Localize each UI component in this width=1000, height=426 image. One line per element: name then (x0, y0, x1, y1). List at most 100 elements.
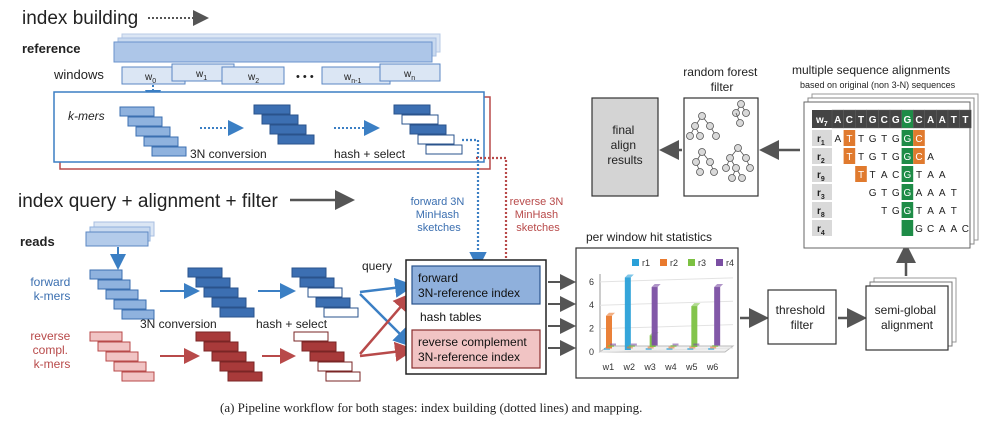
msa-base: G (892, 152, 900, 163)
msa-row-label-cell (812, 130, 832, 146)
msa-header-label-cell (812, 110, 832, 128)
msa-base: T (858, 170, 864, 181)
bar-top-r4-w3 (651, 284, 661, 288)
forward-index-label: forward 3N-reference index (418, 271, 520, 300)
msa-base: A (834, 134, 841, 145)
hash-tables-label: hash tables (420, 310, 481, 324)
reads-stack (85, 221, 155, 247)
msa-base: T (858, 152, 864, 163)
msa-highlight-cell (855, 166, 867, 182)
windows-label: windows (53, 67, 104, 82)
msa-header-base: T (858, 115, 864, 126)
legend-label-r1: r1 (642, 258, 650, 268)
bar-r3-w6 (712, 345, 719, 347)
y-tick-label: 2 (589, 324, 594, 334)
reads-label: reads (20, 234, 55, 249)
x-tick-label: w6 (706, 362, 719, 372)
forward-kmers-label: forward k-mers (30, 275, 73, 303)
reverse-kmers-label: reverse compl. k-mers (30, 329, 73, 371)
msa-header-label: w7 (815, 115, 828, 128)
msa-base: A (939, 224, 946, 235)
msa-highlight-cell (913, 130, 925, 146)
msa-base: A (939, 206, 946, 217)
msa-base: T (881, 134, 887, 145)
x-tick-label: w1 (602, 362, 615, 372)
bar-r3-w5 (691, 306, 698, 347)
bar-r4-w5 (693, 343, 700, 346)
msa-base: A (881, 170, 888, 181)
bar-top-r1-w2 (624, 274, 634, 278)
x-tick-label: w4 (664, 362, 677, 372)
forward-sketch-line (462, 138, 487, 270)
reverse-sketch-text: reverse 3N MinHash sketches (510, 196, 567, 234)
window-w2 (221, 66, 285, 85)
kmers-label: k-mers (68, 109, 105, 123)
x-tick-label: w3 (643, 362, 656, 372)
msa-header-base: G (904, 115, 912, 126)
msa-base: C (962, 224, 969, 235)
msa-highlight-cell (901, 220, 914, 236)
index-query-title: index query + alignment + filter (18, 191, 278, 212)
chart-gridline (599, 300, 734, 306)
msa-row-label-cell (812, 184, 832, 200)
msa-base: A (927, 170, 934, 181)
kmer-stack-a (119, 106, 187, 157)
msa-base: A (939, 188, 946, 199)
x-tick-label: w5 (685, 362, 698, 372)
bar-r1-w6 (708, 348, 715, 350)
bar-r4-w1 (610, 343, 616, 346)
msa-base: G (869, 188, 877, 199)
msa-base: G (904, 152, 912, 163)
reverse-index (411, 329, 541, 369)
forward-read-kmers (89, 269, 155, 320)
forward-converted-kmers (187, 267, 255, 318)
msa-header-base: C (881, 115, 888, 126)
threshold-filter-label: threshold filter (776, 303, 829, 332)
bar-r2-w3 (647, 346, 654, 349)
reverse-converted-kmers (195, 331, 263, 382)
window-label-w2: w2 (247, 72, 259, 85)
y-tick-label: 6 (589, 277, 594, 287)
window-wn (379, 63, 441, 82)
bar-r4-w2 (630, 343, 637, 346)
reverse-index-label: reverse complement 3N-reference index (418, 335, 530, 364)
msa-header-base: T (951, 115, 957, 126)
msa-base: T (881, 188, 887, 199)
bar-r2-w2 (626, 346, 633, 349)
msa-header-base: C (846, 115, 853, 126)
msa-base: T (870, 170, 876, 181)
msa-base: A (927, 206, 934, 217)
kmer-stack-c (393, 104, 463, 155)
msa-base: G (904, 134, 912, 145)
chart-gridline (599, 324, 734, 330)
msa-base: T (951, 188, 957, 199)
msa-row-label: r4 (817, 224, 825, 237)
window-label-w0: w0 (144, 72, 156, 85)
msa-base: A (927, 152, 934, 163)
msa-title: multiple sequence alignments (792, 63, 950, 77)
msa-header-cell (959, 109, 972, 129)
msa-base: A (950, 224, 957, 235)
forward-index (411, 265, 541, 305)
msa-row-label: r3 (817, 188, 825, 201)
legend-swatch-r4 (716, 259, 723, 266)
msa-row-label: r2 (817, 152, 825, 165)
msa-base: A (916, 188, 923, 199)
window-label-wn: wn (403, 69, 415, 82)
msa-header-base: C (915, 115, 922, 126)
bar-r1-w3 (645, 348, 652, 350)
msa-base: G (892, 134, 900, 145)
threshold-filter-box (767, 289, 837, 345)
bar-r4-w3 (651, 287, 658, 346)
msa-base: T (881, 152, 887, 163)
bar-r3-w4 (670, 345, 677, 347)
msa-header-base: G (869, 115, 877, 126)
kmer-stack-b (253, 104, 315, 145)
bar-r3-w1 (608, 345, 614, 347)
msa-base: G (904, 206, 912, 217)
semi-global-stack (865, 277, 957, 351)
reference-label: reference (22, 41, 81, 56)
msa-base: A (927, 188, 934, 199)
